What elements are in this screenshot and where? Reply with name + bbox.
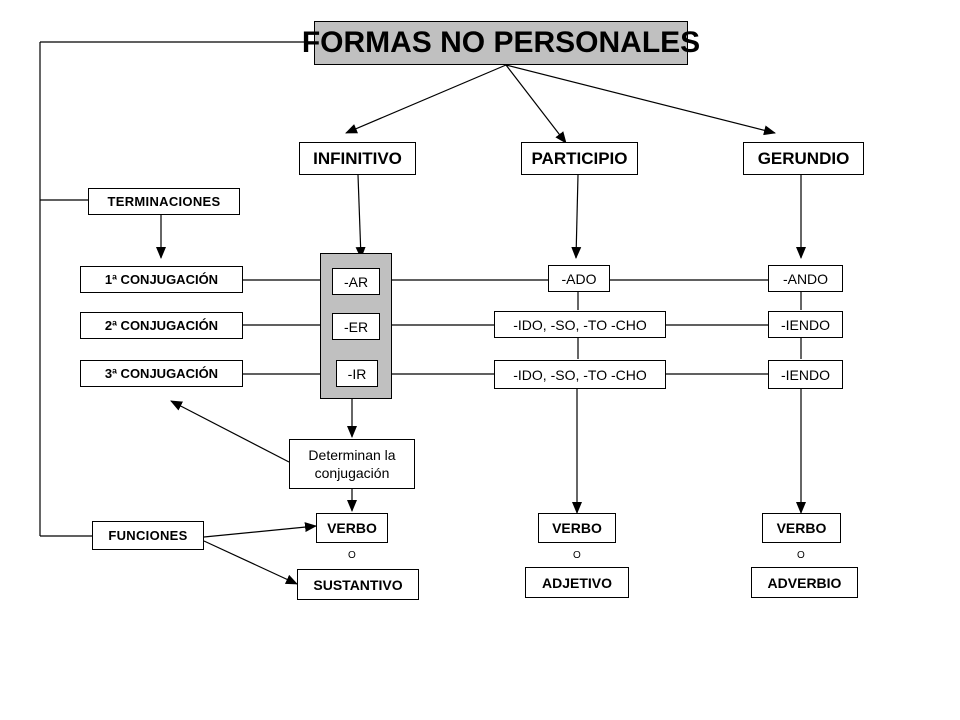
note-to-conj-arrow (170, 400, 290, 463)
header-infinitivo-label: INFINITIVO (313, 148, 402, 168)
header-gerundio-label: GERUNDIO (757, 148, 850, 168)
gerundio-verbo-label: VERBO (776, 520, 827, 536)
participio-ending-3-label: -IDO, -SO, -TO -CHO (513, 366, 647, 383)
title-text: FORMAS NO PERSONALES (301, 26, 701, 59)
gerundio-ending-3: -IENDO (768, 360, 843, 389)
infinitivo-ending-er-label: -ER (343, 318, 369, 335)
infinitivo-ending-ar: -AR (332, 268, 380, 295)
header-gerundio: GERUNDIO (743, 142, 864, 175)
infinitivo-ending-er: -ER (332, 313, 380, 340)
gerundio-verbo-box: VERBO (762, 513, 841, 543)
conjugacion-1-box: 1ª CONJUGACIÓN (80, 266, 243, 293)
infinitivo-down-arrow (355, 174, 366, 259)
participio-adjetivo-box: ADJETIVO (525, 567, 629, 598)
participio-verbo-box: VERBO (538, 513, 616, 543)
infinitivo-sustantivo-box: SUSTANTIVO (297, 569, 419, 600)
participio-verbo-label: VERBO (552, 520, 602, 536)
participio-ending-2-label: -IDO, -SO, -TO -CHO (513, 316, 647, 333)
terminaciones-label: TERMINACIONES (107, 194, 221, 209)
funciones-to-sustantivo-arrow (203, 540, 298, 585)
header-infinitivo: INFINITIVO (299, 142, 416, 175)
gerundio-adverbio-label: ADVERBIO (767, 574, 842, 591)
title-to-infinitivo-arrow (345, 64, 507, 134)
title-to-gerundio-arrow (505, 64, 776, 136)
conjugacion-3-label: 3ª CONJUGACIÓN (104, 366, 219, 381)
header-participio: PARTICIPIO (521, 142, 638, 175)
gerundio-ending-1-label: -ANDO (782, 270, 829, 287)
conjugacion-2-label: 2ª CONJUGACIÓN (104, 318, 219, 333)
infinitivo-ending-ir: -IR (336, 360, 378, 387)
infinitivo-ending-ar-label: -AR (343, 273, 369, 290)
conjugacion-note-label: Determinan la conjugación (308, 447, 396, 481)
participio-ending-2: -IDO, -SO, -TO -CHO (494, 311, 666, 338)
gerundio-ending-2: -IENDO (768, 311, 843, 338)
participio-adjetivo-label: ADJETIVO (541, 574, 612, 591)
title-to-participio-arrow (505, 64, 567, 144)
conjugacion-note-box: Determinan la conjugación (289, 439, 415, 489)
participio-ending-1: -ADO (548, 265, 610, 292)
infinitivo-verbo-box: VERBO (316, 513, 388, 543)
terminaciones-box: TERMINACIONES (88, 188, 240, 215)
infinitivo-ending-ir-label: -IR (347, 365, 367, 382)
conjugacion-3-box: 3ª CONJUGACIÓN (80, 360, 243, 387)
participio-down-arrow (571, 174, 582, 259)
infinitivo-verbo-label: VERBO (327, 520, 377, 536)
participio-ending-3: -IDO, -SO, -TO -CHO (494, 360, 666, 389)
participio-ending-1-label: -ADO (561, 270, 597, 287)
conjugacion-2-box: 2ª CONJUGACIÓN (80, 312, 243, 339)
funciones-box: FUNCIONES (92, 521, 204, 550)
conjugacion-1-label: 1ª CONJUGACIÓN (104, 272, 219, 287)
participio-or-separator: O (573, 550, 581, 561)
header-participio-label: PARTICIPIO (531, 148, 628, 168)
gerundio-adverbio-box: ADVERBIO (751, 567, 858, 598)
funciones-label: FUNCIONES (108, 528, 188, 543)
gerundio-ending-3-label: -IENDO (781, 366, 830, 383)
gerundio-or-separator: O (797, 550, 805, 561)
infinitivo-sustantivo-label: SUSTANTIVO (313, 576, 403, 593)
title-box: FORMAS NO PERSONALES (302, 21, 700, 65)
infinitivo-or-separator: O (348, 550, 356, 561)
gerundio-ending-2-label: -IENDO (781, 316, 830, 333)
funciones-to-verbo-arrow (203, 522, 317, 538)
gerundio-ending-1: -ANDO (768, 265, 843, 292)
